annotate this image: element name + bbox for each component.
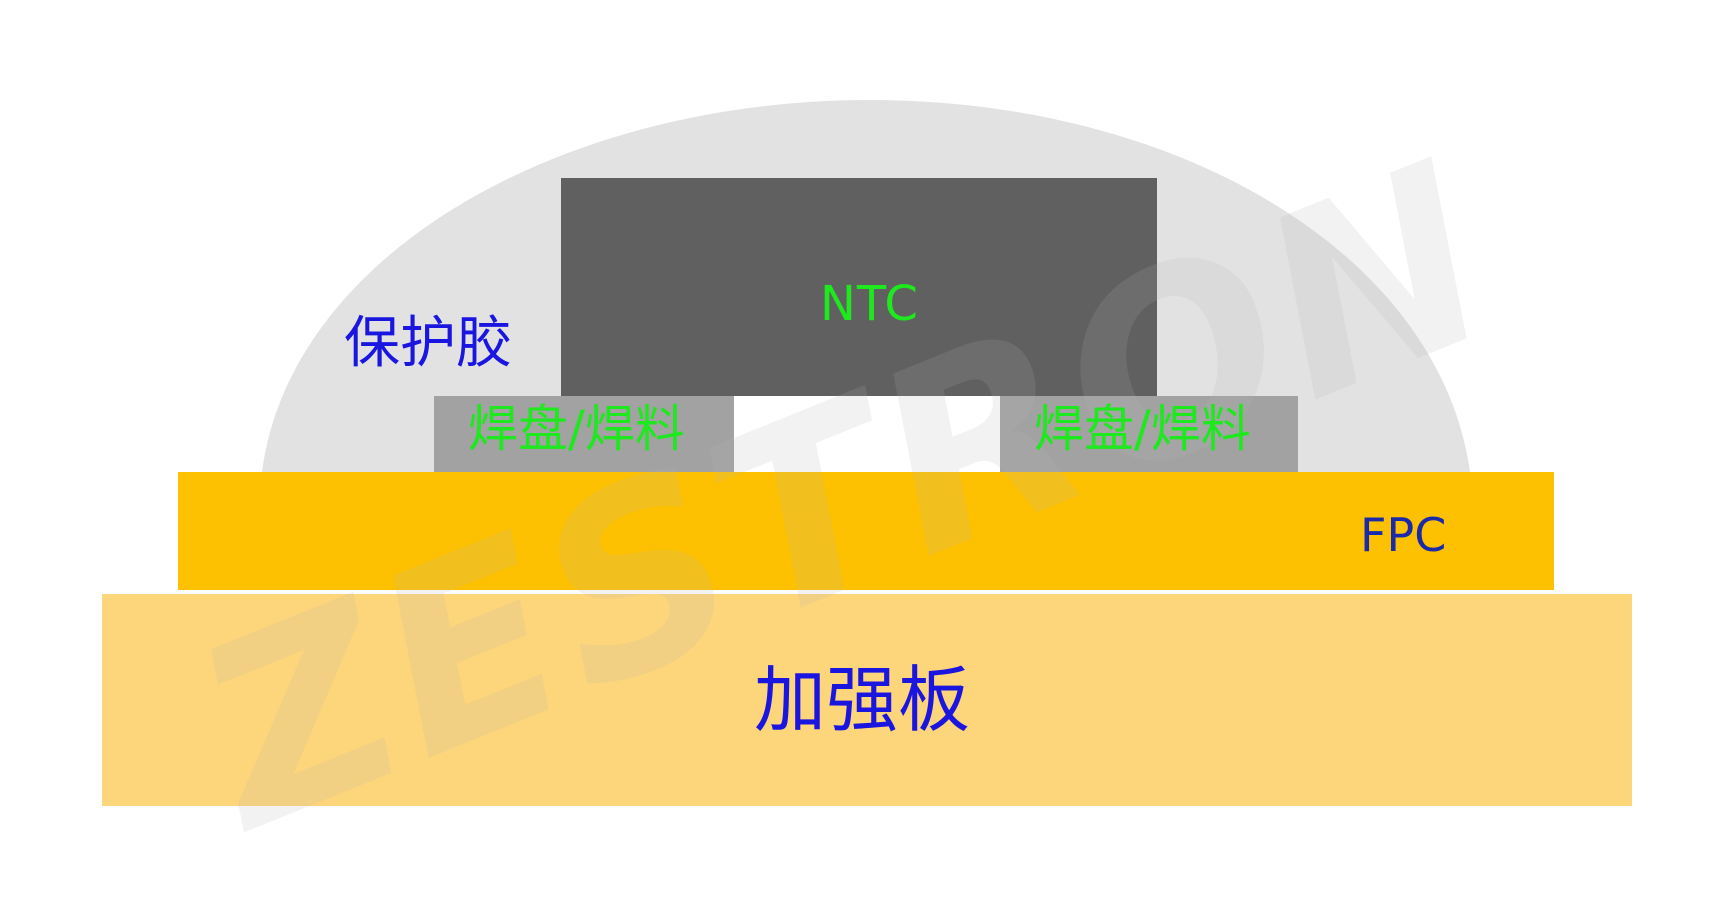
solder-pad-left <box>434 396 734 472</box>
pad-solder-label-right: 焊盘/焊料 <box>1034 400 1251 458</box>
component-gap <box>734 396 1000 472</box>
fpc-label: FPC <box>1360 508 1447 562</box>
protective-glue-label: 保护胶 <box>344 311 512 376</box>
fpc-layer <box>178 472 1554 590</box>
component-label-ntc: NTC <box>820 276 919 332</box>
stiffener-plate <box>102 594 1632 806</box>
ntc-component-body <box>561 178 1157 396</box>
solder-pad-right <box>1000 396 1298 472</box>
stiffener-label: 加强板 <box>754 658 971 742</box>
pad-solder-label-left: 焊盘/焊料 <box>468 400 685 458</box>
